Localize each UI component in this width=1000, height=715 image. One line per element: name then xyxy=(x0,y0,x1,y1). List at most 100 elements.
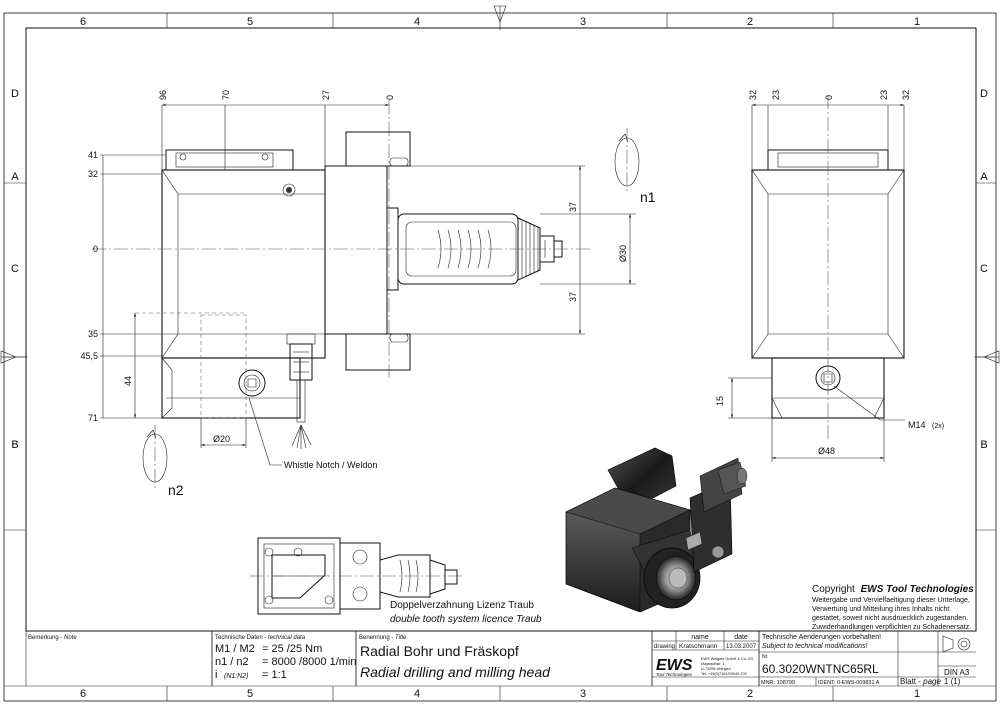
frame-column-labels-top: 6 5 4 3 2 1 xyxy=(80,16,920,28)
svg-text:C: C xyxy=(980,263,988,275)
front-view xyxy=(92,100,640,488)
svg-text:27: 27 xyxy=(321,90,331,100)
svg-text:n2: n2 xyxy=(168,482,184,498)
svg-text:32: 32 xyxy=(748,90,758,100)
svg-text:2: 2 xyxy=(747,16,753,28)
frame-row-labels: D C B A D C B A xyxy=(11,88,988,451)
svg-text:41: 41 xyxy=(88,150,98,160)
svg-text:A: A xyxy=(980,171,988,183)
svg-text:23: 23 xyxy=(771,90,781,100)
svg-text:3: 3 xyxy=(580,688,586,700)
svg-text:4: 4 xyxy=(414,16,420,28)
svg-text:23: 23 xyxy=(879,90,889,100)
detail-view xyxy=(250,537,462,615)
drawing-title-en: Radial drilling and milling head xyxy=(360,664,551,680)
svg-text:Technische Daten - technical d: Technische Daten - technical data xyxy=(215,635,306,641)
svg-text:gestattet, soweit nicht ausdru: gestattet, soweit nicht ausdruecklich zu… xyxy=(812,615,968,622)
svg-text:D-73095 Uhingen: D-73095 Uhingen xyxy=(701,667,731,671)
svg-text:drawing: drawing xyxy=(654,644,675,650)
svg-text:4: 4 xyxy=(414,688,420,700)
svg-text:Ø20: Ø20 xyxy=(213,434,230,444)
svg-text:35: 35 xyxy=(88,329,98,339)
svg-text:Nr.: Nr. xyxy=(762,654,768,660)
svg-text:IDENT: 0-EWS-009831 A: IDENT: 0-EWS-009831 A xyxy=(818,680,880,686)
svg-text:Ø48: Ø48 xyxy=(818,446,835,456)
front-view-dimensions: 96 70 27 0 41 32 0 35 45,5 44 71 37 37 Ø… xyxy=(80,90,655,498)
svg-text:MNR: 108799: MNR: 108799 xyxy=(761,680,795,686)
svg-text:5: 5 xyxy=(247,16,253,28)
svg-text:C: C xyxy=(11,263,19,275)
svg-text:Technische Aenderungen vorbeha: Technische Aenderungen vorbehalten! xyxy=(762,634,881,641)
svg-text:1: 1 xyxy=(914,688,920,700)
ews-logo: EWS xyxy=(656,657,693,674)
svg-text:(2x): (2x) xyxy=(932,423,944,430)
svg-text:37: 37 xyxy=(568,202,578,212)
svg-text:DIN A3: DIN A3 xyxy=(944,668,970,677)
side-view xyxy=(728,95,905,462)
svg-text:44: 44 xyxy=(123,376,133,386)
svg-text:5: 5 xyxy=(247,688,253,700)
svg-text:1: 1 xyxy=(914,16,920,28)
svg-text:= 25 /25 Nm: = 25 /25 Nm xyxy=(262,643,322,655)
svg-text:name: name xyxy=(691,634,709,641)
svg-text:Doppelverzahnung Lizenz Traub: Doppelverzahnung Lizenz Traub xyxy=(390,600,534,611)
drawing-title-de: Radial Bohr und Fräskopf xyxy=(360,643,519,659)
svg-text:n1 / n2: n1 / n2 xyxy=(215,656,249,668)
svg-text:Copyright EWS Tool Techn: Copyright EWS Tool Technologies xyxy=(812,584,974,595)
svg-text:96: 96 xyxy=(158,90,168,100)
svg-text:= 8000 /8000 1/min: = 8000 /8000 1/min xyxy=(262,656,357,668)
svg-text:n1: n1 xyxy=(640,189,656,205)
svg-text:2: 2 xyxy=(747,688,753,700)
svg-text:double tooth system licence Tr: double tooth system licence Traub xyxy=(390,614,542,625)
svg-text:45,5: 45,5 xyxy=(80,351,98,361)
svg-text:Ø30: Ø30 xyxy=(618,245,628,262)
svg-text:0: 0 xyxy=(824,95,834,100)
svg-text:Whistle Notch / Weldon: Whistle Notch / Weldon xyxy=(284,460,377,470)
svg-text:0: 0 xyxy=(385,95,395,100)
svg-text:Maybachstr. 1: Maybachstr. 1 xyxy=(701,662,725,666)
svg-text:6: 6 xyxy=(80,16,86,28)
svg-text:0: 0 xyxy=(93,244,98,254)
title-block xyxy=(25,631,976,686)
svg-text:D: D xyxy=(11,88,19,100)
svg-text:32: 32 xyxy=(88,169,98,179)
svg-text:B: B xyxy=(11,439,18,451)
svg-text:i: i xyxy=(215,669,217,681)
svg-text:date: date xyxy=(734,634,748,641)
svg-text:Zuwiderhandlungen verpflichten: Zuwiderhandlungen verpflichten zu Schade… xyxy=(812,624,971,631)
svg-text:M1 / M2: M1 / M2 xyxy=(215,643,255,655)
svg-text:71: 71 xyxy=(88,413,98,423)
copyright-notice: Copyright EWS Tool Technologies Weiterga… xyxy=(812,584,974,631)
svg-text:Kratschmann: Kratschmann xyxy=(679,643,718,650)
svg-text:A: A xyxy=(11,171,19,183)
drawing-number: 60.3020WNTNC65RL xyxy=(762,662,879,676)
svg-text:= 1:1: = 1:1 xyxy=(262,669,287,681)
svg-text:15: 15 xyxy=(715,396,725,406)
svg-text:37: 37 xyxy=(568,292,578,302)
svg-text:EWS Weigele GmbH & Co. KG: EWS Weigele GmbH & Co. KG xyxy=(701,657,754,661)
svg-text:Bemerkung - Note: Bemerkung - Note xyxy=(28,635,77,641)
svg-text:Tool Technologies: Tool Technologies xyxy=(656,672,693,677)
svg-text:3: 3 xyxy=(580,16,586,28)
drawing-frame xyxy=(0,5,1000,702)
svg-text:70: 70 xyxy=(221,90,231,100)
svg-text:(N1:N2): (N1:N2) xyxy=(224,673,249,680)
svg-text:13.03.2007: 13.03.2007 xyxy=(726,644,757,650)
svg-text:Verwertung und Mitteilung ihre: Verwertung und Mitteilung ihres Inhalts … xyxy=(812,606,949,613)
frame-column-labels-bottom: 6 5 4 3 2 1 xyxy=(80,688,920,700)
svg-text:32: 32 xyxy=(901,90,911,100)
isometric-render xyxy=(565,447,748,613)
svg-text:D: D xyxy=(980,88,988,100)
title-block-text: Bemerkung - Note Technische Daten - tech… xyxy=(28,634,970,686)
svg-text:Weitergabe und Vervielfaeltigu: Weitergabe und Vervielfaeltigung dieser … xyxy=(812,597,970,604)
svg-text:M14: M14 xyxy=(908,420,926,430)
svg-text:Benennung - Title: Benennung - Title xyxy=(359,635,407,641)
svg-text:Tel. +49(0)7161/93040-700: Tel. +49(0)7161/93040-700 xyxy=(701,672,747,676)
svg-text:Subject to technical modificat: Subject to technical modifications! xyxy=(762,643,867,650)
detail-view-caption: Doppelverzahnung Lizenz Traub double too… xyxy=(390,600,542,625)
svg-text:6: 6 xyxy=(80,688,86,700)
svg-text:B: B xyxy=(980,439,987,451)
side-view-dimensions: 32 23 0 23 32 15 Ø48 M14 (2x) xyxy=(715,90,944,456)
